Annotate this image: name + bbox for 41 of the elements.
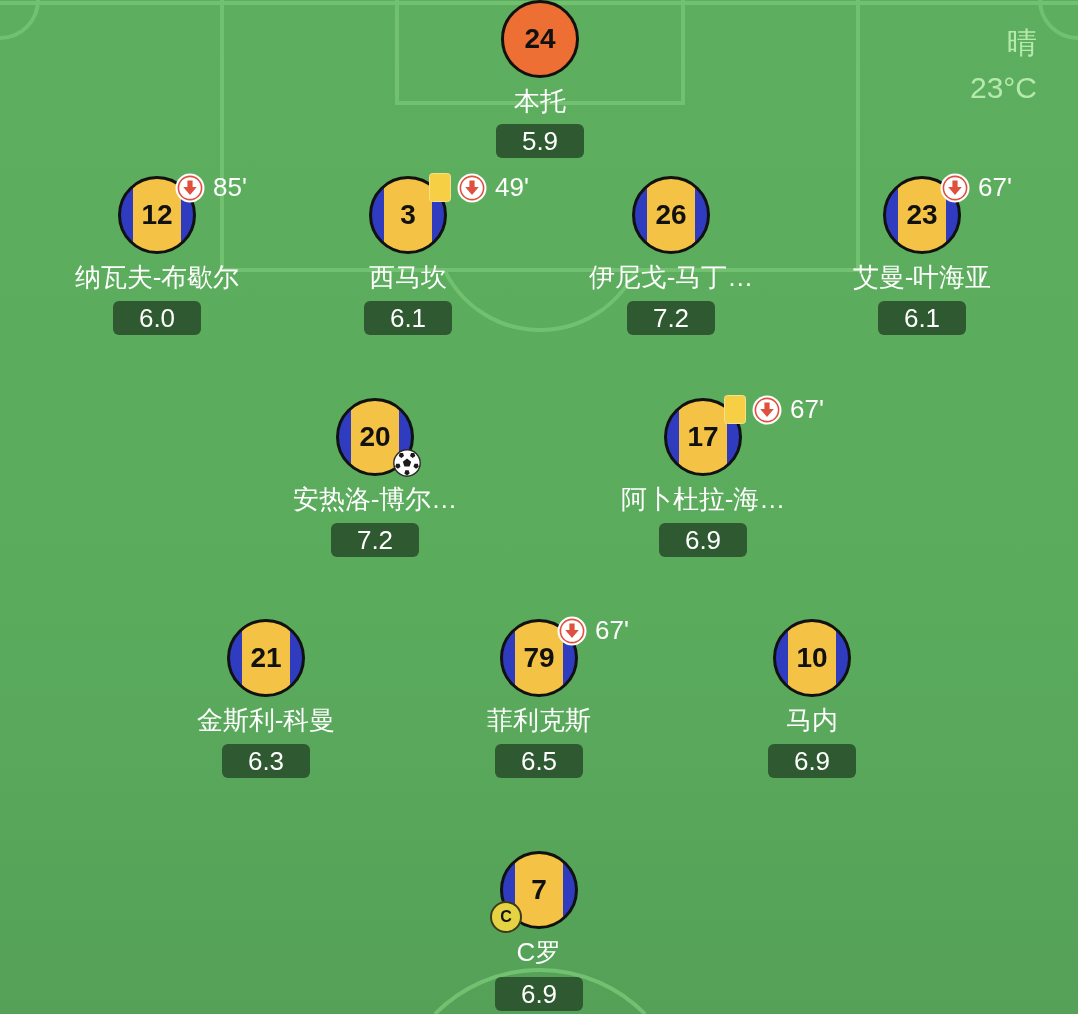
shirt-number: 12 xyxy=(141,200,173,230)
player-name: 阿卜杜拉-海… xyxy=(620,484,786,514)
shirt-number: 20 xyxy=(359,422,391,452)
rating-badge: 6.5 xyxy=(495,744,583,778)
rating-badge: 6.9 xyxy=(768,744,856,778)
player-name: 西马坎 xyxy=(369,262,447,292)
player-name: 伊尼戈-马丁… xyxy=(588,262,754,292)
player-name: 金斯利-科曼 xyxy=(196,705,336,735)
player-name: 马内 xyxy=(786,705,838,735)
substitution-time: 67' xyxy=(978,172,1012,202)
rating-badge: 5.9 xyxy=(496,124,584,158)
substitution-time: 67' xyxy=(790,394,824,424)
rating-badge: 7.2 xyxy=(627,301,715,335)
player-name: C罗 xyxy=(516,937,562,967)
rating-badge: 6.1 xyxy=(878,301,966,335)
player-name: 安热洛-博尔… xyxy=(292,484,458,514)
captain-badge: C xyxy=(490,901,522,933)
shirt-number: 79 xyxy=(523,643,555,673)
shirt-number: 23 xyxy=(906,200,938,230)
rating-badge: 6.0 xyxy=(113,301,201,335)
rating-badge: 6.9 xyxy=(495,977,583,1011)
rating-badge: 6.9 xyxy=(659,523,747,557)
substitution-time: 67' xyxy=(595,615,629,645)
player-name: 纳瓦夫-布歇尔 xyxy=(74,262,240,292)
shirt-number: 26 xyxy=(655,200,687,230)
temperature-label: 23°C xyxy=(969,70,1037,106)
player-name: 本托 xyxy=(514,86,566,116)
shirt-number: 3 xyxy=(400,200,416,230)
shirt-number: 10 xyxy=(796,643,828,673)
rating-badge: 7.2 xyxy=(331,523,419,557)
shirt-number: 7 xyxy=(531,875,547,905)
rating-badge: 6.3 xyxy=(222,744,310,778)
rating-badge: 6.1 xyxy=(364,301,452,335)
weather-label: 晴 xyxy=(1007,25,1037,61)
shirt-number: 17 xyxy=(687,422,719,452)
player-name: 菲利克斯 xyxy=(487,705,591,735)
shirt-number: 24 xyxy=(524,24,556,54)
player-name: 艾曼-叶海亚 xyxy=(852,262,992,292)
shirt-number: 21 xyxy=(250,643,282,673)
substitution-time: 85' xyxy=(213,172,247,202)
substitution-time: 49' xyxy=(495,172,529,202)
